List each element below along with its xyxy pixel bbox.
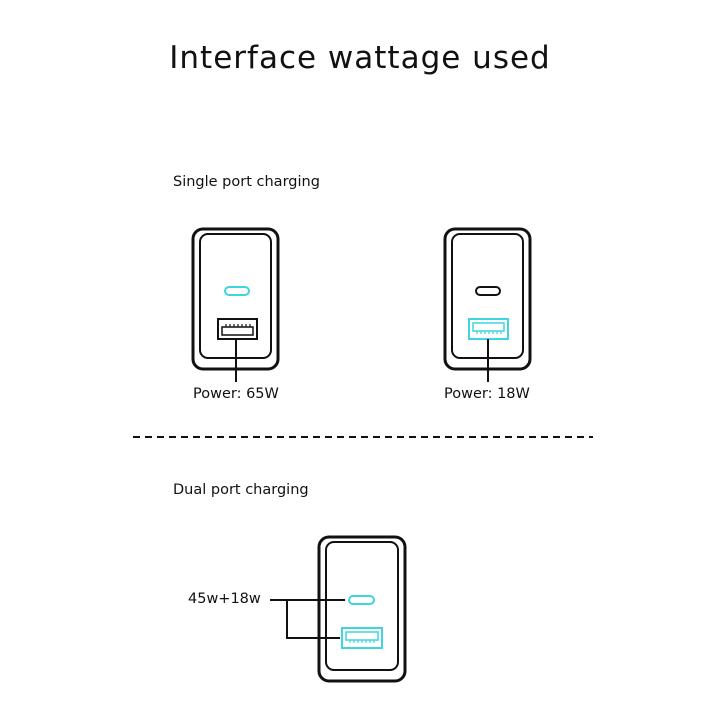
page-title: Interface wattage used [169, 40, 551, 76]
charger-b-power-label: Power: 18W [444, 386, 530, 402]
charger-a-usb-c-port-icon [224, 286, 250, 296]
charger-a [191, 227, 280, 382]
charger-c-power-label: 45w+18w [188, 591, 261, 607]
charger-b-usb-c-port-icon [475, 286, 501, 296]
charger-b [443, 227, 532, 382]
single-port-label: Single port charging [173, 174, 320, 190]
dual-port-label: Dual port charging [173, 482, 309, 498]
charger-a-power-label: Power: 65W [193, 386, 279, 402]
charger-c [270, 535, 407, 683]
charger-c-leader-lines [270, 599, 345, 639]
charger-c-inner-face [325, 541, 399, 671]
charger-c-outer-body [317, 535, 407, 683]
charger-a-usb-a-port-icon [217, 318, 258, 340]
charger-c-usb-c-port-icon [348, 595, 375, 605]
charger-b-usb-a-port-icon [468, 318, 509, 340]
charger-c-usb-a-port-icon [341, 627, 383, 649]
